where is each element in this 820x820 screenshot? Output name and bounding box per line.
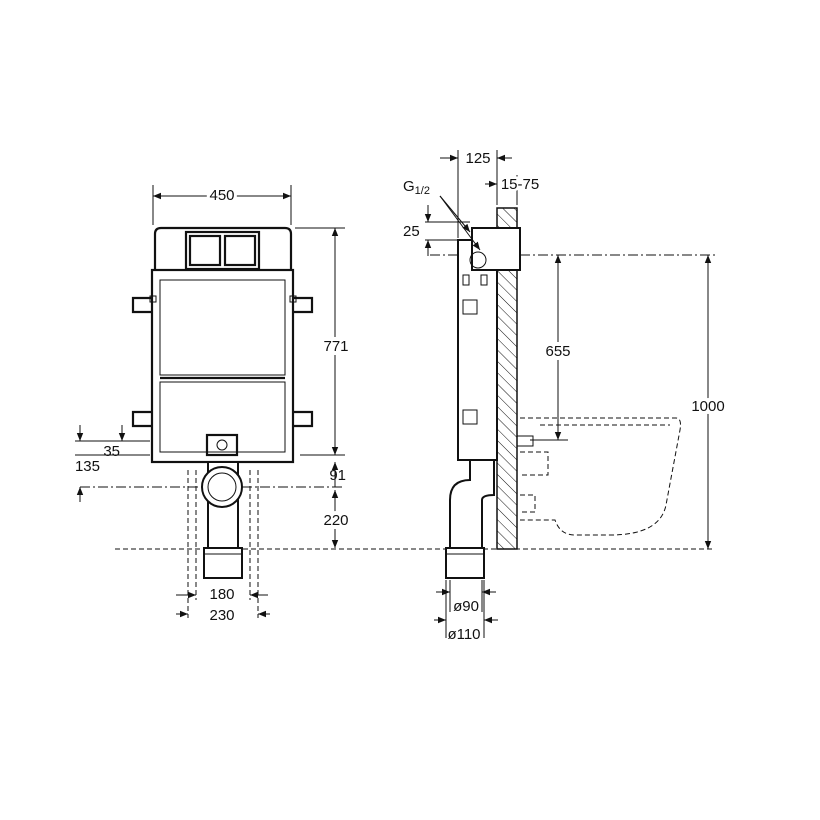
dim-depth: 125 [465, 150, 490, 167]
dim-pipe-inner-span: 180 [209, 586, 234, 603]
dim-wall-gap: 15-75 [501, 176, 539, 193]
dim-pipe-outer-span: 230 [209, 607, 234, 624]
flush-button-left [188, 234, 222, 267]
dim-offset-35: 35 [103, 443, 120, 460]
dim-offset-135: 135 [75, 458, 100, 475]
dim-outlet-height: 655 [545, 343, 570, 360]
side-view-frame [457, 227, 534, 461]
side-view-drain-pipe [445, 459, 495, 579]
front-view-drain-pipe [201, 461, 243, 579]
dim-total-height: 1000 [691, 398, 724, 415]
dim-height: 771 [323, 338, 348, 355]
dim-pipe-diameter-inner: ø90 [453, 598, 479, 615]
dim-inlet-offset: 25 [403, 223, 420, 240]
dim-pipe-drop: 91 [329, 467, 346, 484]
thread-label: G1/2 [403, 178, 430, 197]
dim-width: 450 [209, 187, 234, 204]
wall-hung-toilet-outline [520, 417, 681, 536]
dim-pipe-diameter-outer: ø110 [447, 626, 480, 643]
front-view-frame [131, 226, 314, 464]
dim-pipe-floor: 220 [323, 512, 348, 529]
flush-button-right [223, 234, 257, 267]
